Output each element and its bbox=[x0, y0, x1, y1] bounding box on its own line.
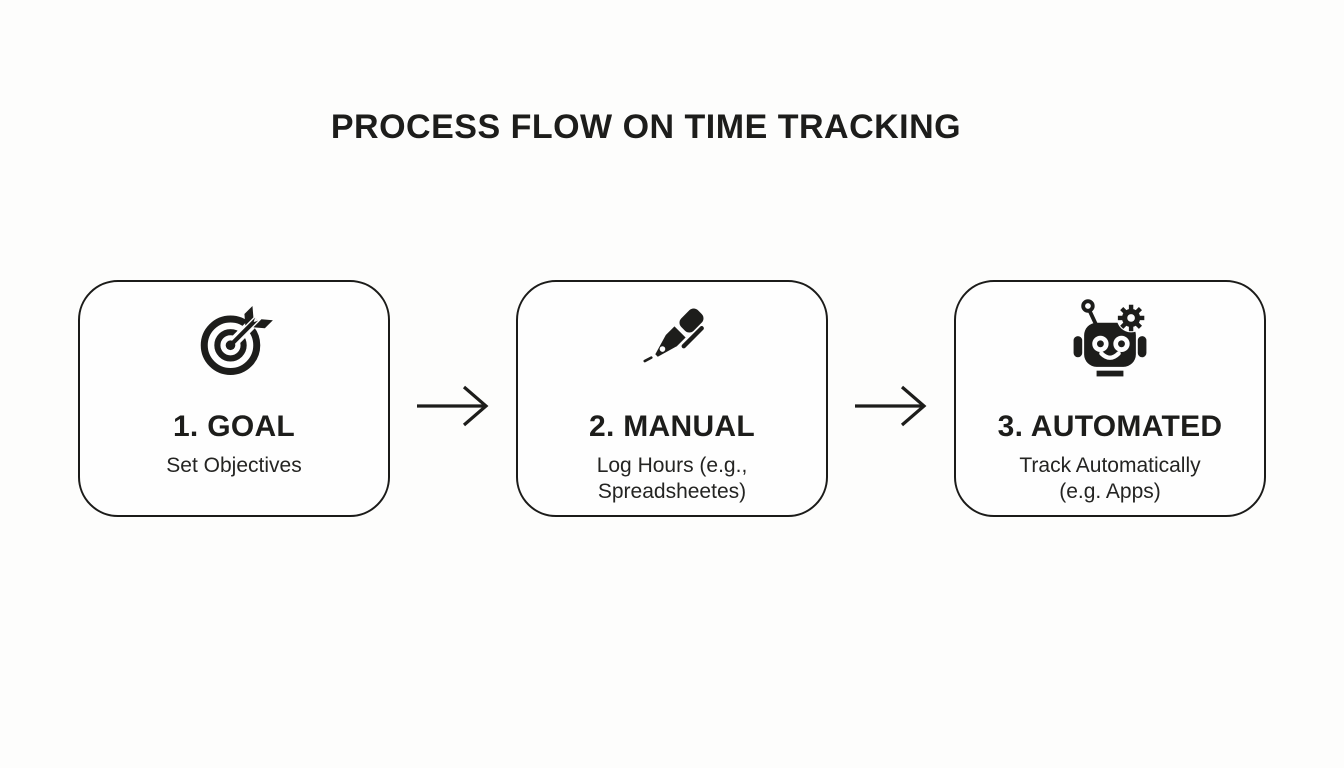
diagram-title: PROCESS FLOW ON TIME TRACKING bbox=[330, 108, 962, 146]
step-subtitle: Set Objectives bbox=[166, 454, 302, 477]
step-heading: 1. GOAL bbox=[172, 410, 296, 443]
step-subtitle: Log Hours (e.g., Spreadsheetes) bbox=[596, 454, 748, 504]
flow-row: 1. GOAL Set Objectives bbox=[0, 280, 1344, 517]
step-heading: 3. AUTOMATED bbox=[997, 410, 1223, 443]
step-card-manual: 2. MANUAL Log Hours (e.g., Spreadsheetes… bbox=[516, 280, 828, 517]
step-heading: 2. MANUAL bbox=[588, 410, 756, 443]
step-card-goal: 1. GOAL Set Objectives bbox=[78, 280, 390, 517]
arrow-right-icon bbox=[828, 280, 954, 517]
step-card-automated: 3. AUTOMATED Track Automatically (e.g. A… bbox=[954, 280, 1266, 517]
pen-icon bbox=[630, 298, 714, 382]
step-subtitle: Track Automatically (e.g. Apps) bbox=[1019, 454, 1201, 504]
target-icon bbox=[192, 298, 276, 382]
arrow-right-icon bbox=[390, 280, 516, 517]
robot-icon bbox=[1064, 298, 1156, 382]
